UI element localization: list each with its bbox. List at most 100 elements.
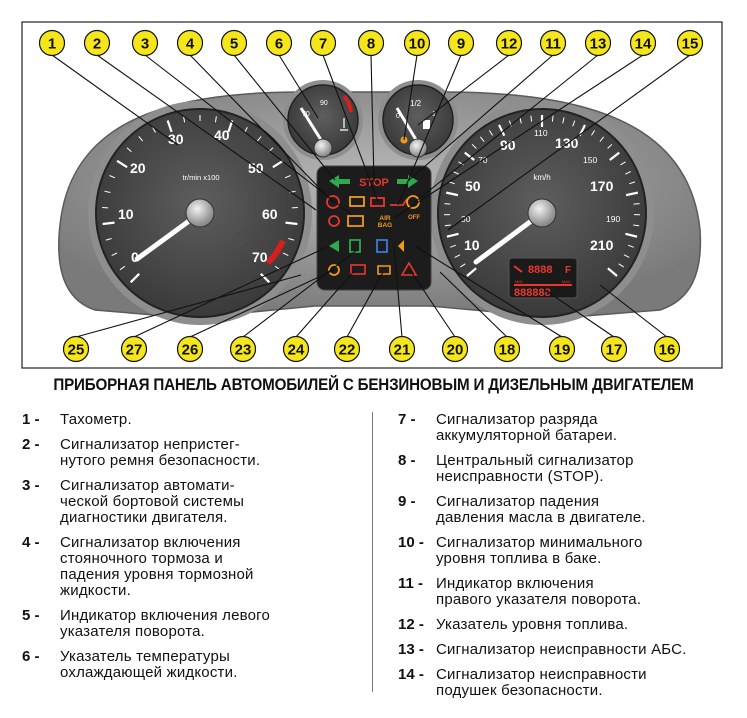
lcd-f: F	[565, 265, 571, 276]
service-indicator-icon	[328, 264, 340, 276]
tacho-unit: tr/min x100	[182, 173, 219, 182]
svg-text:12: 12	[501, 36, 518, 53]
dial-tick	[166, 120, 173, 133]
leader-line	[189, 269, 335, 338]
engine-diagnostic-icon	[347, 215, 364, 227]
svg-text:22: 22	[339, 342, 356, 359]
dial-tick	[551, 115, 554, 122]
dial-tick	[126, 147, 132, 153]
callout-25: 25	[62, 335, 90, 363]
svg-text:27: 27	[126, 342, 143, 359]
svg-text:15: 15	[682, 36, 699, 53]
check-engine-icon	[349, 196, 365, 207]
dial-tick	[129, 273, 140, 284]
svg-text:20: 20	[447, 342, 464, 359]
dial-tick	[633, 224, 640, 227]
stop-warning: STOP	[359, 177, 389, 189]
leader-line	[544, 289, 615, 338]
tachometer: 0 10 20 30 40 50 60 70 tr/min x100	[88, 101, 312, 325]
dial-tick	[460, 263, 466, 268]
dial-tick	[488, 130, 493, 136]
dial-tick	[627, 244, 634, 248]
battery-icon	[370, 197, 385, 207]
legend-item-number: 9 -	[398, 493, 416, 510]
legend-item: 2 -Сигнализатор непристег- нутого ремня …	[22, 437, 352, 469]
legend-item: 9 - Сигнализатор падения давления масла в…	[398, 494, 728, 526]
legend-left-column: 1 -Тахометр. 2 -Сигнализатор непристег- н…	[22, 412, 352, 690]
legend-item-text: Сигнализатор включения стояночного тормо…	[60, 534, 254, 599]
callout-4: 4	[176, 29, 204, 57]
dial-tick	[629, 181, 636, 185]
speedo-unit: km/h	[533, 173, 550, 182]
speedo-tick-150: 150	[583, 155, 597, 165]
svg-text:16: 16	[659, 342, 676, 359]
seatbelt-warning-icon	[328, 215, 340, 227]
callout-14: 14	[629, 29, 657, 57]
callout-11: 11	[539, 29, 567, 57]
speedo-tick-130: 130	[555, 135, 579, 151]
dial-tick	[625, 232, 638, 238]
svg-text:10: 10	[409, 36, 426, 53]
fuel-tick-0: 0	[396, 113, 400, 120]
callout-12: 12	[495, 29, 523, 57]
svg-text:14: 14	[635, 36, 652, 53]
dial-tick	[466, 267, 477, 277]
dial-tick	[111, 252, 118, 256]
callout-13: 13	[584, 29, 612, 57]
speedo-tick-210: 210	[590, 237, 614, 253]
leader-line	[189, 54, 334, 203]
leader-line	[439, 271, 508, 338]
svg-text:7: 7	[319, 36, 327, 53]
dial-tick	[444, 203, 451, 205]
legend-item-text: Сигнализатор разряда аккумуляторной бата…	[436, 411, 618, 444]
dial-tick	[479, 136, 485, 142]
callout-20: 20	[441, 335, 469, 363]
dial-tick	[260, 273, 271, 284]
leader-line	[409, 269, 456, 338]
instrument-panel-diagram: 0 10 20 30 40 50 60 70 tr/min x100 10 50…	[21, 21, 723, 369]
leader-line	[403, 54, 418, 141]
legend-item: 14 -Сигнализатор неисправности подушек б…	[398, 667, 728, 699]
leader-line	[51, 54, 179, 146]
lcd-min: MIN	[515, 279, 522, 284]
dial-tick	[448, 181, 455, 185]
legend-item-text: Сигнализатор падения давления масла в дв…	[436, 493, 646, 526]
dial-tick	[458, 161, 464, 166]
svg-text:1: 1	[48, 36, 56, 53]
rear-fog-icon	[398, 240, 404, 252]
legend-item-number: 6 -	[22, 648, 40, 665]
legend-item: 3 -Сигнализатор автомати- ческой бортово…	[22, 478, 352, 526]
svg-text:9: 9	[457, 36, 465, 53]
legend-item: 6 -Указатель температуры охлаждающей жид…	[22, 649, 352, 681]
dial-tick	[530, 115, 533, 122]
callout-23: 23	[229, 335, 257, 363]
legend-item: 10 -Сигнализатор минимального уровня топ…	[398, 535, 728, 567]
callout-10: 10	[403, 29, 431, 57]
leader-line	[414, 245, 563, 338]
dial-tick	[446, 232, 459, 238]
dial-tick	[625, 171, 632, 175]
dial-tick	[519, 117, 522, 124]
tacho-tick-10: 10	[118, 206, 134, 222]
svg-text:19: 19	[554, 342, 571, 359]
dial-tick	[607, 143, 613, 149]
callout-27: 27	[120, 335, 148, 363]
leader-line	[242, 249, 358, 338]
legend-item: 12 -Указатель уровня топлива.	[398, 617, 728, 633]
legend-item: 1 -Тахометр.	[22, 412, 352, 428]
dial-tick	[102, 221, 115, 226]
dial-tick	[282, 252, 289, 256]
legend-item-text: Сигнализатор автомати- ческой бортовой с…	[60, 477, 245, 526]
leader-line	[144, 54, 353, 216]
legend-item: 13 -Сигнализатор неисправности АБС.	[398, 642, 728, 658]
fuel-tick-half: 1/2	[410, 99, 422, 108]
brake-warning-icon	[326, 195, 340, 209]
dial-tick	[105, 237, 112, 241]
dial-tick	[618, 263, 624, 268]
callout-2: 2	[83, 29, 111, 57]
svg-text:17: 17	[606, 342, 623, 359]
legend-item-number: 4 -	[22, 534, 40, 551]
leader-line	[417, 54, 510, 126]
callout-26: 26	[176, 335, 204, 363]
